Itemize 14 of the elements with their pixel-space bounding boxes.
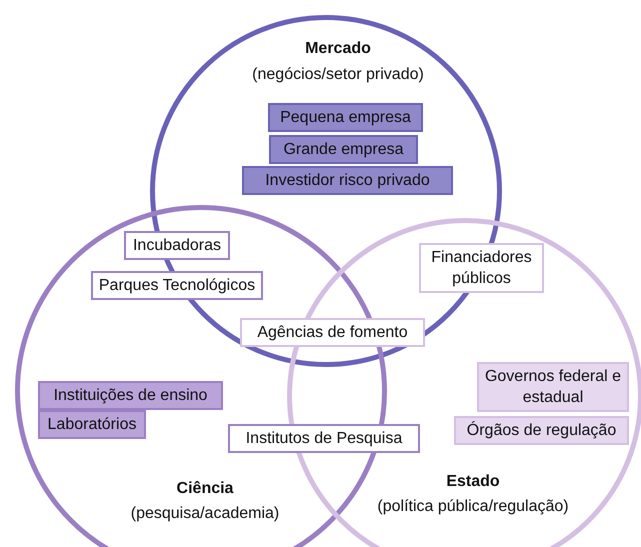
circle-heading: Ciência bbox=[176, 480, 234, 498]
label-box: Governos federal e estadual bbox=[477, 362, 629, 412]
circle-heading: Mercado bbox=[305, 40, 371, 58]
label-box: Grande empresa bbox=[269, 135, 418, 164]
circle-subtitle: (negócios/setor privado) bbox=[252, 66, 424, 84]
label-box: Laboratórios bbox=[38, 410, 146, 439]
label-box: Pequena empresa bbox=[268, 103, 423, 132]
circle-subtitle: (política pública/regulação) bbox=[377, 498, 569, 516]
circle-heading: Estado bbox=[446, 473, 500, 491]
circle-subtitle: (pesquisa/academia) bbox=[130, 505, 280, 523]
label-box: Investidor risco privado bbox=[242, 166, 453, 195]
label-box: Órgãos de regulação bbox=[454, 416, 629, 445]
label-box: Institutos de Pesquisa bbox=[228, 424, 420, 453]
label-box: Instituições de ensino bbox=[38, 381, 223, 410]
